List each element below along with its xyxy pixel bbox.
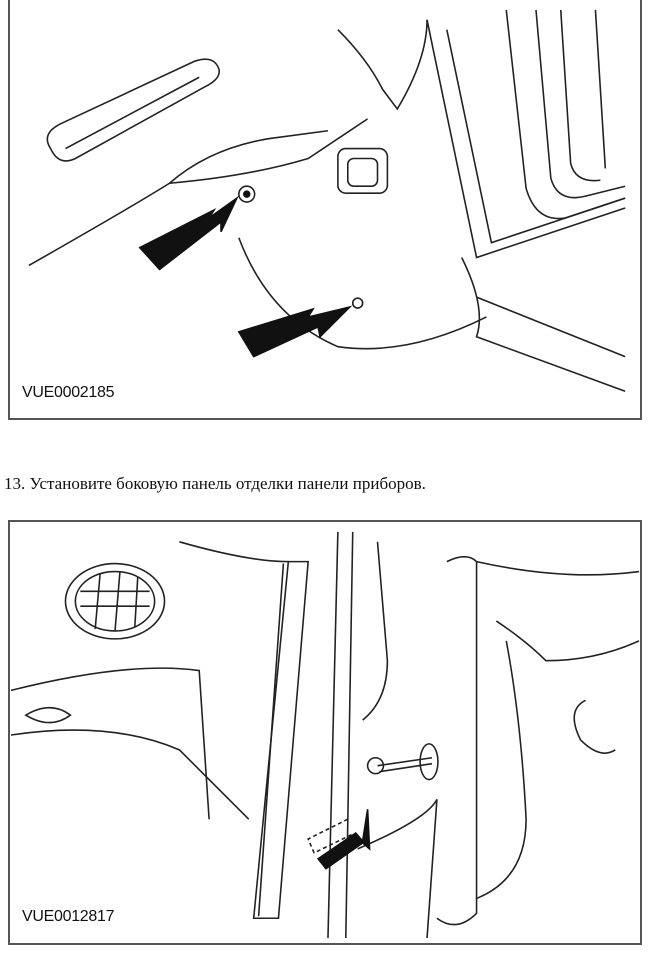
illustration-side-trim-panel: [10, 531, 640, 939]
instruction-step: 13. Установите боковую панель отделки па…: [4, 474, 426, 493]
figure-trim-fasteners: VUE0002185: [8, 0, 642, 420]
illustration-dashboard-fasteners: [28, 9, 626, 392]
figure-code: VUE0012817: [22, 908, 115, 925]
figure-install-side-panel: VUE0012817: [8, 520, 642, 945]
figure-code: VUE0002185: [22, 384, 115, 401]
